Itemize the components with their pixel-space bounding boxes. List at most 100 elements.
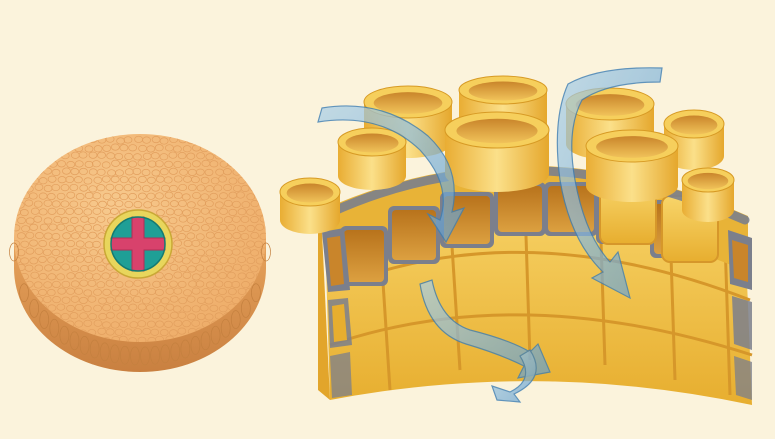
disc-cell <box>191 256 201 265</box>
disc-cell <box>251 168 260 177</box>
disc-cell <box>42 295 52 304</box>
disc-cell <box>209 160 219 168</box>
disc-cell <box>70 280 80 288</box>
disc-cell <box>93 176 103 184</box>
disc-cell <box>60 217 70 225</box>
disc-cell <box>223 232 233 240</box>
disc-cell <box>209 271 218 279</box>
endodermis-cell <box>498 186 542 232</box>
disc-cell <box>201 288 211 296</box>
disc-cell <box>128 176 138 184</box>
cortex-cell-lumen <box>468 81 538 101</box>
disc-cell <box>163 176 173 184</box>
cortex-cell-lumen <box>345 133 399 153</box>
disc-cell <box>29 239 38 247</box>
side-cell <box>261 242 271 262</box>
disc-cell <box>114 200 124 208</box>
disc-cell <box>20 161 30 169</box>
disc-cell <box>96 184 106 192</box>
disc-cell <box>269 281 277 287</box>
disc-cell <box>200 240 210 248</box>
disc-cell <box>83 208 93 216</box>
disc-cell <box>29 336 38 342</box>
disc-cell <box>38 288 47 296</box>
disc-cell <box>173 160 183 169</box>
disc-cell <box>250 153 260 161</box>
disc-cell <box>169 295 179 303</box>
disc-cell <box>111 159 120 167</box>
disc-cell <box>241 136 251 144</box>
disc-cell <box>124 312 133 320</box>
disc-cell <box>105 328 115 336</box>
disc-cell <box>52 136 62 144</box>
disc-cell <box>51 248 61 257</box>
disc-cell <box>69 312 79 320</box>
disc-cell <box>26 151 35 159</box>
disc-cell <box>215 249 224 257</box>
disc-cell <box>14 144 21 152</box>
disc-cell <box>232 152 242 160</box>
disc-cell <box>182 271 192 279</box>
disc-cell <box>87 217 97 225</box>
disc-cell <box>38 145 48 153</box>
disc-cell <box>237 224 246 232</box>
disc-cell <box>92 192 102 200</box>
side-cell <box>140 346 150 366</box>
side-cell <box>69 331 80 351</box>
disc-cell <box>227 257 237 265</box>
disc-cell <box>98 200 107 208</box>
disc-cell <box>188 280 197 288</box>
disc-cell <box>28 192 38 200</box>
endodermis-block <box>279 67 753 405</box>
disc-cell <box>199 304 209 312</box>
disc-cell <box>79 167 88 176</box>
disc-cell <box>264 175 266 183</box>
disc-cell <box>260 152 266 160</box>
disc-cell <box>52 263 61 271</box>
disc-cell <box>123 328 133 336</box>
disc-cell <box>214 232 223 240</box>
disc-cell <box>29 257 39 265</box>
disc-cell <box>93 288 102 296</box>
disc-cell <box>70 135 80 143</box>
disc-cell <box>269 184 277 190</box>
disc-cell <box>42 137 52 145</box>
disc-cell <box>21 320 31 328</box>
disc-cell <box>70 295 80 303</box>
disc-cell <box>142 136 151 144</box>
disc-cell <box>29 223 39 231</box>
disc-cell <box>209 208 218 216</box>
disc-cell <box>179 168 188 176</box>
disc-cell <box>20 240 30 248</box>
disc-cell <box>213 137 223 145</box>
disc-cell <box>97 327 107 335</box>
disc-cell <box>102 144 112 152</box>
side-cell <box>130 346 140 366</box>
disc-cell <box>34 167 43 175</box>
disc-cell <box>96 264 106 272</box>
disc-cell <box>263 160 266 169</box>
disc-cell <box>79 296 88 304</box>
disc-cell <box>101 272 111 280</box>
cortex-cell <box>337 127 407 190</box>
disc-cell <box>75 193 85 201</box>
disc-cell <box>241 328 250 336</box>
disc-cell <box>172 305 182 313</box>
disc-side-texture <box>9 242 271 366</box>
disc-cell <box>228 208 238 216</box>
disc-cell <box>191 176 200 184</box>
cortex-cell-lumen <box>286 183 334 203</box>
disc-cell <box>159 280 169 288</box>
disc-cell <box>137 320 147 328</box>
disc-cell <box>195 216 205 224</box>
disc-cell <box>42 152 52 160</box>
disc-cell <box>141 281 151 289</box>
disc-cell <box>61 263 70 271</box>
disc-cell <box>60 200 70 208</box>
disc-cell <box>204 313 214 321</box>
disc-cell <box>224 265 233 273</box>
disc-cell <box>65 207 75 215</box>
disc-cell <box>114 184 124 192</box>
side-cell <box>200 331 211 351</box>
